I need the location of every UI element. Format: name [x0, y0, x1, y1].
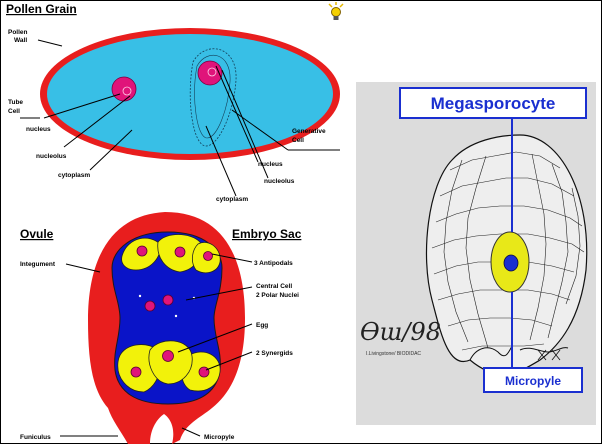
- egg-label: Egg: [256, 322, 268, 329]
- central-cell-label: Central Cell: [256, 283, 292, 290]
- synergids-label: 2 Synergids: [256, 350, 293, 357]
- generative-cell-label-1: Generative: [292, 128, 326, 135]
- antipodals-label: 3 Antipodals: [254, 260, 293, 267]
- micropyle-ovule-label: Micropyle: [204, 434, 235, 441]
- lightbulb-icon: [329, 2, 343, 20]
- megasporocyte-panel: Megasporocyte Micropyle Ɵɯ/98 I.Livingst…: [356, 82, 596, 425]
- embryo-sac-title: Embryo Sac: [232, 227, 302, 241]
- micropyle-panel-label: Micropyle: [505, 374, 561, 388]
- nucleolus-left-label: nucleolus: [36, 153, 67, 160]
- cytoplasm-left-label: cytoplasm: [58, 172, 90, 179]
- tube-cell-label-1: Tube: [8, 99, 23, 106]
- polar-nucleus-1: [145, 301, 155, 311]
- credit-text: I.Livingstone/ BIODIDAC: [366, 351, 421, 357]
- nucleolus-right-label: nucleolus: [264, 178, 295, 185]
- funiculus-label: Funiculus: [20, 434, 51, 441]
- ovule: [88, 212, 245, 444]
- megasporocyte-nucleus: [504, 255, 518, 271]
- pollen-wall-label-1: Pollen: [8, 29, 28, 36]
- artist-signature: Ɵɯ/98: [360, 318, 441, 346]
- megasporocyte-title: Megasporocyte: [431, 94, 556, 113]
- pollen-wall-label-2: Wall: [14, 37, 27, 44]
- cytoplasm-right-label: cytoplasm: [216, 196, 248, 203]
- nucleus-left-label: nucleus: [26, 126, 51, 133]
- integument-label: Integument: [20, 261, 56, 268]
- egg-nucleus: [163, 351, 174, 362]
- pollen-grain-title: Pollen Grain: [6, 2, 77, 16]
- generative-cell-label-2: Cell: [292, 137, 304, 144]
- tube-cell-label-2: Cell: [8, 108, 20, 115]
- pollen-cytoplasm: [47, 34, 333, 154]
- generative-nucleus: [198, 61, 222, 85]
- ovule-title: Ovule: [20, 227, 54, 241]
- nucleus-right-label: nucleus: [258, 161, 283, 168]
- polar-nucleus-2: [163, 295, 173, 305]
- polar-nuclei-label: 2 Polar Nuclei: [256, 292, 299, 299]
